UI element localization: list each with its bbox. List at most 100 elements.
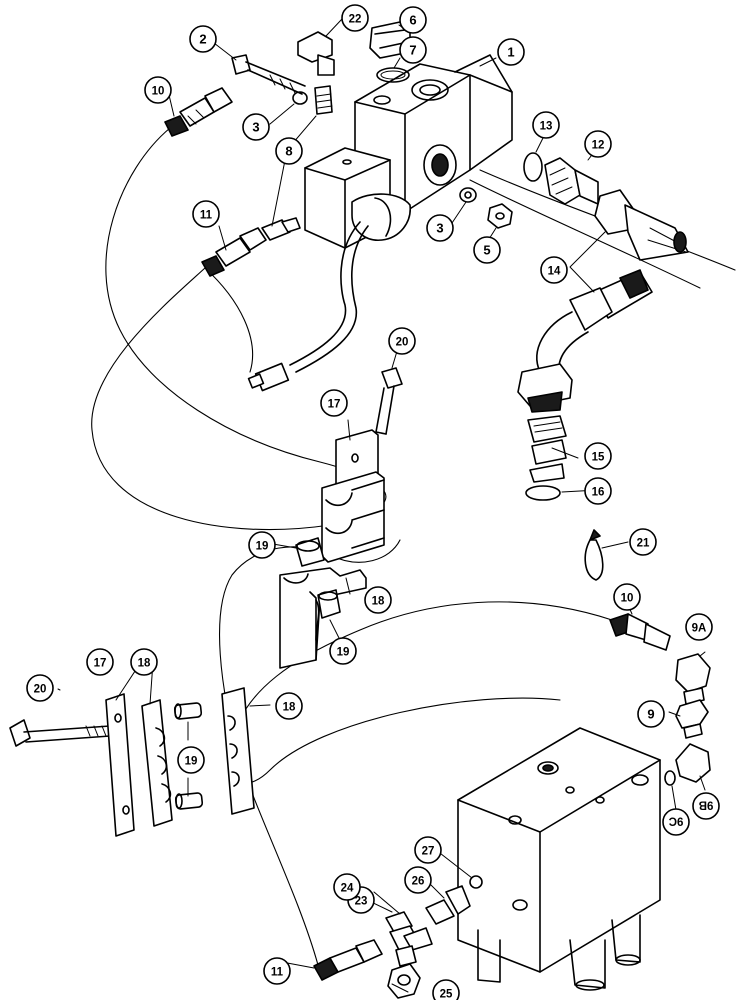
callout-c1: 1 xyxy=(497,38,525,66)
clamp-half-18-mid xyxy=(279,567,367,669)
callout-label: 9 xyxy=(647,707,654,722)
callout-label: 3 xyxy=(436,221,443,236)
orifice-fitting-8-top xyxy=(314,85,333,115)
hose-elbow-14-lower xyxy=(517,269,653,413)
callout-label: 1 xyxy=(507,45,514,60)
clamp-half-18-lower-right xyxy=(221,687,255,815)
grommet-19-upper xyxy=(295,537,325,567)
callout-c9a: 9A xyxy=(685,613,713,641)
callout-c15: 15 xyxy=(584,442,612,470)
callout-label: 25 xyxy=(440,989,453,1000)
callout-c9b: 9B xyxy=(692,792,720,820)
callout-circle xyxy=(399,6,427,34)
callout-circle xyxy=(584,477,612,505)
callout-c22: 22 xyxy=(341,4,369,32)
callout-label: 5 xyxy=(483,243,490,258)
hose-end-14-upper xyxy=(594,189,689,261)
elbow-fitting-22 xyxy=(297,31,335,76)
callout-label: 18 xyxy=(283,702,296,714)
callout-label: 24 xyxy=(341,883,354,895)
clamp-half-18-lower-left xyxy=(141,699,173,827)
callout-label: 26 xyxy=(412,876,425,888)
callout-c27: 27 xyxy=(414,836,442,864)
callout-circle xyxy=(189,25,217,53)
callout-c3b: 3 xyxy=(426,214,454,242)
callout-circle xyxy=(540,256,568,284)
callout-label: 3 xyxy=(252,120,259,135)
callout-label: 20 xyxy=(396,337,409,349)
callout-c19c: 19 xyxy=(177,746,205,774)
callout-c19a: 19 xyxy=(248,531,276,559)
callout-c10a: 10 xyxy=(144,76,172,104)
callout-circle xyxy=(130,648,158,676)
clamp-half-18-upper xyxy=(321,471,385,563)
elbow-fitting-9a xyxy=(675,653,711,705)
tube-fitting-10-top xyxy=(164,87,233,137)
callout-c20a: 20 xyxy=(388,327,416,355)
callout-label: 13 xyxy=(540,121,553,133)
callout-circle xyxy=(144,76,172,104)
callout-circle xyxy=(532,111,560,139)
callout-c26: 26 xyxy=(404,866,432,894)
callout-circle xyxy=(662,808,690,836)
o-ring-13 xyxy=(523,152,543,182)
callout-circle xyxy=(341,4,369,32)
callout-c18a: 18 xyxy=(364,586,392,614)
callout-c20b: 20 xyxy=(26,674,54,702)
callout-c8: 8 xyxy=(275,137,303,165)
callout-c12: 12 xyxy=(584,130,612,158)
callout-label: 27 xyxy=(422,846,435,858)
callout-c19b: 19 xyxy=(329,637,357,665)
callout-c24: 24 xyxy=(333,873,361,901)
grommets-19-lower xyxy=(173,702,204,810)
callout-bubbles: 1233567899A9B9C1010111112131415161717181… xyxy=(26,4,720,1000)
callout-circle xyxy=(497,38,525,66)
callout-label: 6 xyxy=(409,13,416,28)
grommet-19-mid xyxy=(317,589,341,619)
callout-circle xyxy=(329,637,357,665)
callout-label: 12 xyxy=(592,140,605,152)
callout-label: 19 xyxy=(337,647,350,659)
bolt-20-lower xyxy=(9,719,111,747)
callout-label: 17 xyxy=(94,658,107,670)
callout-label: 11 xyxy=(271,967,284,979)
callout-circle xyxy=(86,648,114,676)
callout-label: 16 xyxy=(592,487,605,499)
callout-c5: 5 xyxy=(473,236,501,264)
callout-circle xyxy=(584,442,612,470)
callout-c21: 21 xyxy=(629,528,657,556)
callout-label: 11 xyxy=(200,210,213,222)
callout-label: 18 xyxy=(372,596,385,608)
callout-label: 18 xyxy=(138,658,151,670)
callout-c14: 14 xyxy=(540,256,568,284)
callout-c17a: 17 xyxy=(320,389,348,417)
tube-fitting-11-top xyxy=(201,227,267,277)
callout-label: 10 xyxy=(621,593,634,605)
o-ring-27 xyxy=(469,875,483,889)
callout-label: 14 xyxy=(548,266,561,278)
callout-c11a: 11 xyxy=(192,200,220,228)
fitting-25 xyxy=(387,963,421,999)
callout-label: 19 xyxy=(185,756,198,768)
callout-label: 10 xyxy=(152,86,165,98)
clip-21 xyxy=(584,529,604,581)
bolt-20-upper xyxy=(375,367,403,435)
callout-c10b: 10 xyxy=(613,583,641,611)
callout-label: 20 xyxy=(34,684,47,696)
callout-label: 22 xyxy=(349,14,362,26)
callout-circle xyxy=(275,137,303,165)
nut-5 xyxy=(487,203,513,229)
callout-label: 7 xyxy=(409,43,416,58)
clamp-plate-17-lower xyxy=(105,693,135,837)
orifice-fitting-8-lower xyxy=(261,217,301,241)
bolt-2 xyxy=(231,54,306,95)
callout-circle xyxy=(414,836,442,864)
washer-3-top xyxy=(292,91,308,105)
adapter-15 xyxy=(527,415,567,483)
control-valve-block xyxy=(457,727,661,991)
callout-circle xyxy=(399,36,427,64)
callout-circle xyxy=(404,866,432,894)
callout-c13: 13 xyxy=(532,111,560,139)
tube-fitting-11-lower xyxy=(313,939,383,981)
callout-circle xyxy=(473,236,501,264)
